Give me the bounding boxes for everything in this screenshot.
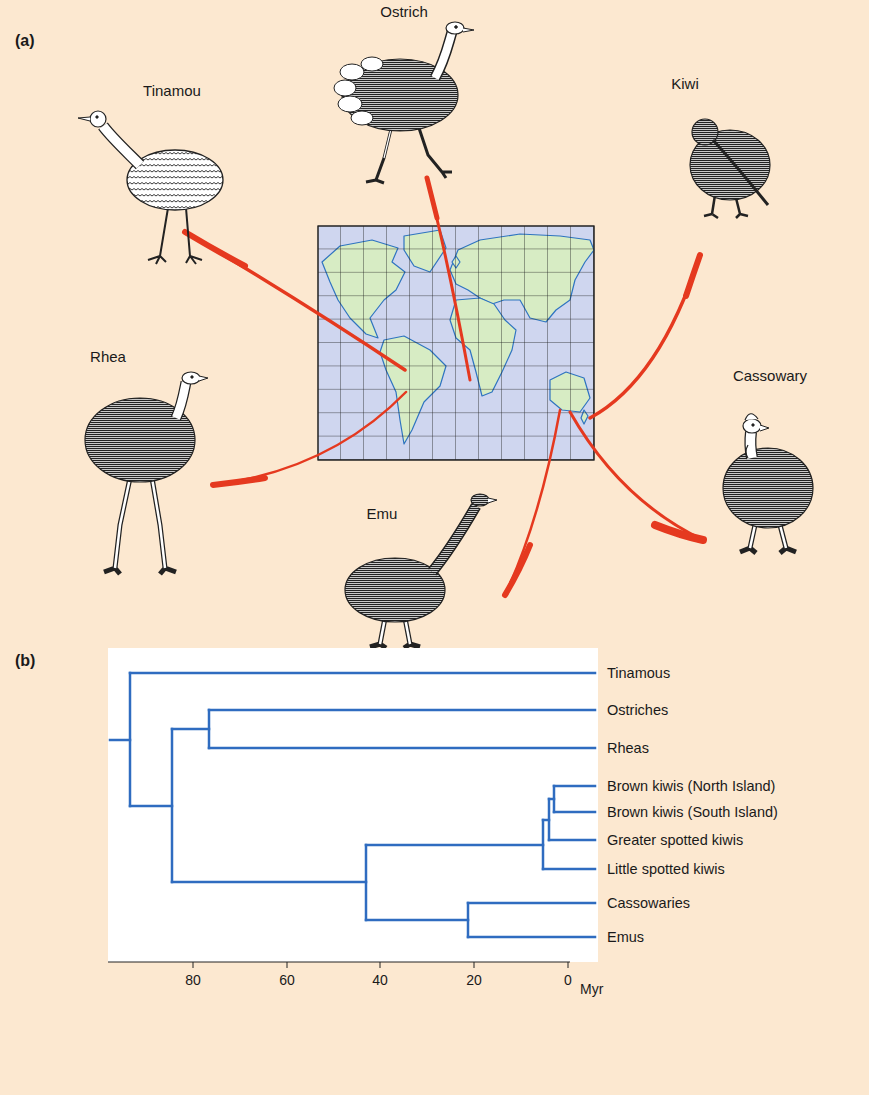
kiwi-drawing <box>690 119 770 218</box>
axis-tick: 40 <box>372 971 388 989</box>
axis-tick: 80 <box>185 971 201 989</box>
panel-letter: (b) <box>15 652 35 670</box>
bird-name: Emu <box>367 505 398 523</box>
panel-letter: (a) <box>15 32 35 50</box>
time-axis <box>108 962 570 968</box>
ostrich-drawing <box>334 22 474 183</box>
axis-tick: 20 <box>466 971 482 989</box>
world-map <box>318 226 594 460</box>
taxon-name: Little spotted kiwis <box>607 860 725 878</box>
rhea-drawing <box>85 372 208 574</box>
bird-name: Tinamou <box>143 82 201 100</box>
tinamou-drawing <box>78 111 223 264</box>
axis-unit: Myr <box>580 980 603 998</box>
tree-panel <box>108 648 598 962</box>
taxon-name: Brown kiwis (South Island) <box>607 803 778 821</box>
taxon-name: Tinamous <box>607 664 670 682</box>
bird-name: Kiwi <box>671 75 699 93</box>
taxon-name: Greater spotted kiwis <box>607 831 743 849</box>
distribution-curves <box>185 178 703 595</box>
bird-name: Ostrich <box>380 3 428 21</box>
taxon-name: Ostriches <box>607 701 668 719</box>
taxon-name: Rheas <box>607 739 649 757</box>
taxon-name: Emus <box>607 928 644 946</box>
taxon-name: Cassowaries <box>607 894 690 912</box>
bird-name: Rhea <box>90 348 126 366</box>
phylogenetic-tree <box>110 673 595 937</box>
bird-name: Cassowary <box>733 367 807 385</box>
cassowary-drawing <box>723 414 813 553</box>
axis-tick: 60 <box>279 971 295 989</box>
axis-tick: 0 <box>564 971 572 989</box>
emu-drawing <box>345 494 497 648</box>
taxon-name: Brown kiwis (North Island) <box>607 777 775 795</box>
